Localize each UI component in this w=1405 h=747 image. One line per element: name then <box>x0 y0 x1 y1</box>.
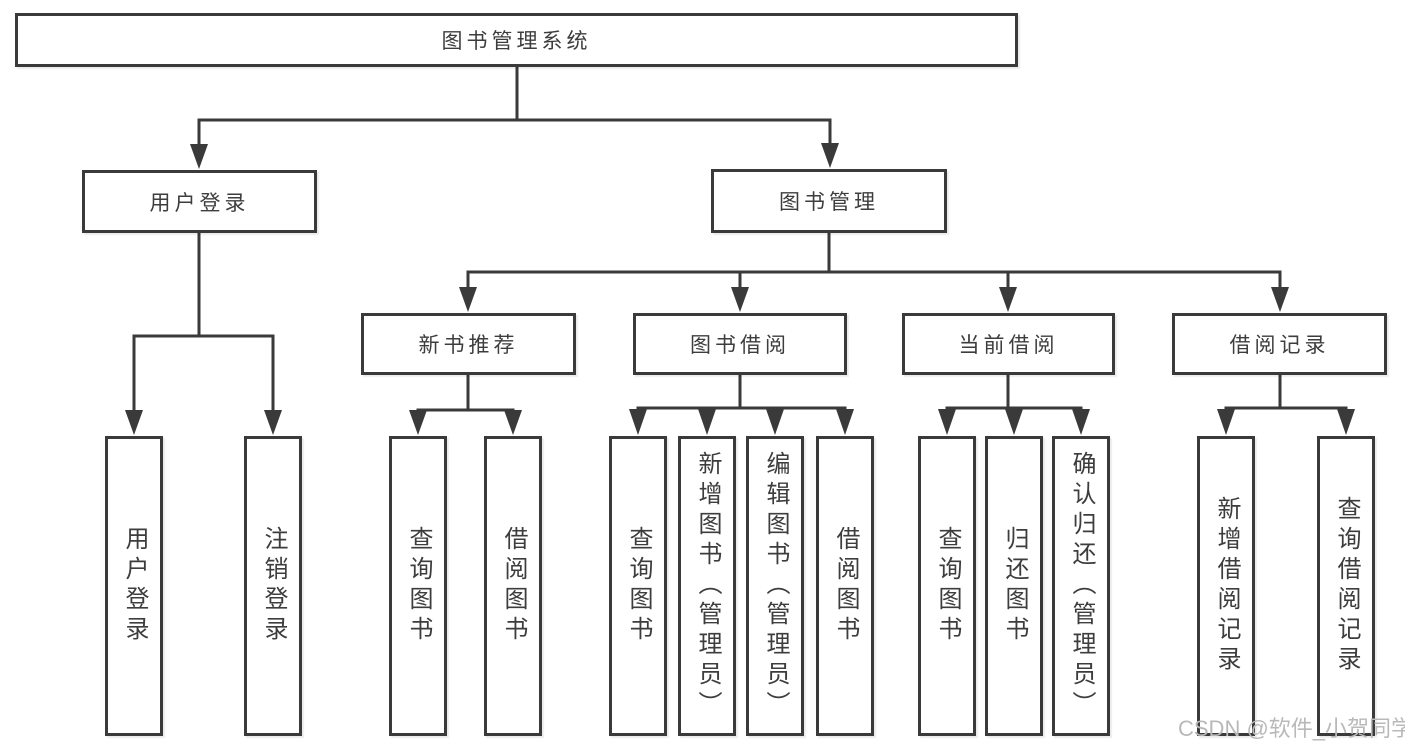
leaf-user-login: 用户登录 <box>105 436 163 736</box>
connector-book-borrow <box>629 374 854 435</box>
arrowhead-icon <box>731 287 749 312</box>
connector-book-management <box>459 232 1289 312</box>
node-borrow-records: 借阅记录 <box>1172 313 1387 375</box>
connector-borrow-records <box>1217 374 1355 435</box>
arrowhead-icon <box>1337 409 1355 435</box>
leaf-edit-books-admin: 编辑图书（管理员） <box>746 436 804 736</box>
leaf-label: 查询图书 <box>625 526 652 646</box>
leaf-label: 用户登录 <box>121 526 148 646</box>
leaf-add-books-admin: 新增图书（管理员） <box>678 436 736 736</box>
connector-user-login <box>125 232 282 435</box>
node-current-borrow: 当前借阅 <box>902 313 1115 375</box>
arrowhead-icon <box>459 287 477 312</box>
leaf-label: 编辑图书（管理员） <box>762 451 789 721</box>
leaf-add-borrow-record: 新增借阅记录 <box>1197 436 1255 736</box>
arrowhead-icon <box>125 410 143 435</box>
arrowhead-icon <box>1217 409 1235 435</box>
node-book-borrow: 图书借阅 <box>633 313 847 375</box>
node-library-management-system: 图书管理系统 <box>15 13 1018 67</box>
arrowhead-icon <box>1271 287 1289 312</box>
node-book-management: 图书管理 <box>711 169 947 233</box>
connector-current-borrow <box>938 374 1090 435</box>
leaf-label: 查询图书 <box>405 526 432 646</box>
leaf-label: 新增图书（管理员） <box>694 451 721 721</box>
leaf-query-books: 查询图书 <box>609 436 667 736</box>
csdn-watermark: CSDN @软件_小贺同学 <box>1178 716 1405 741</box>
arrowhead-icon <box>190 144 208 169</box>
leaf-borrow-books: 借阅图书 <box>484 436 542 736</box>
arrowhead-icon <box>999 287 1017 312</box>
leaf-return-books: 归还图书 <box>985 436 1043 736</box>
leaf-label: 确认归还（管理员） <box>1068 451 1095 721</box>
leaf-logout-login: 注销登录 <box>244 436 302 736</box>
arrowhead-icon <box>264 410 282 435</box>
node-user-login: 用户登录 <box>82 170 317 233</box>
leaf-label: 借阅图书 <box>500 526 527 646</box>
arrowhead-icon <box>629 409 647 435</box>
leaf-borrow-books: 借阅图书 <box>816 436 874 736</box>
arrowhead-icon <box>1072 409 1090 435</box>
leaf-confirm-return-admin: 确认归还（管理员） <box>1052 436 1110 736</box>
leaf-query-books: 查询图书 <box>389 436 447 736</box>
arrowhead-icon <box>409 410 427 435</box>
arrowhead-icon <box>836 409 854 435</box>
leaf-label: 注销登录 <box>260 526 287 646</box>
leaf-query-borrow-record: 查询借阅记录 <box>1317 436 1375 736</box>
connector-root <box>190 66 839 169</box>
node-new-book-recommend: 新书推荐 <box>361 313 576 375</box>
leaf-label: 查询借阅记录 <box>1333 496 1360 676</box>
leaf-label: 借阅图书 <box>832 526 859 646</box>
arrowhead-icon <box>698 409 716 435</box>
arrowhead-icon <box>1005 409 1023 435</box>
leaf-label: 新增借阅记录 <box>1213 496 1240 676</box>
connector-new-book-recommend <box>409 374 522 435</box>
arrowhead-icon <box>821 143 839 168</box>
leaf-label: 归还图书 <box>1001 526 1028 646</box>
arrowhead-icon <box>938 409 956 435</box>
arrowhead-icon <box>766 409 784 435</box>
arrowhead-icon <box>504 410 522 435</box>
leaf-label: 查询图书 <box>934 526 961 646</box>
leaf-query-books: 查询图书 <box>918 436 976 736</box>
